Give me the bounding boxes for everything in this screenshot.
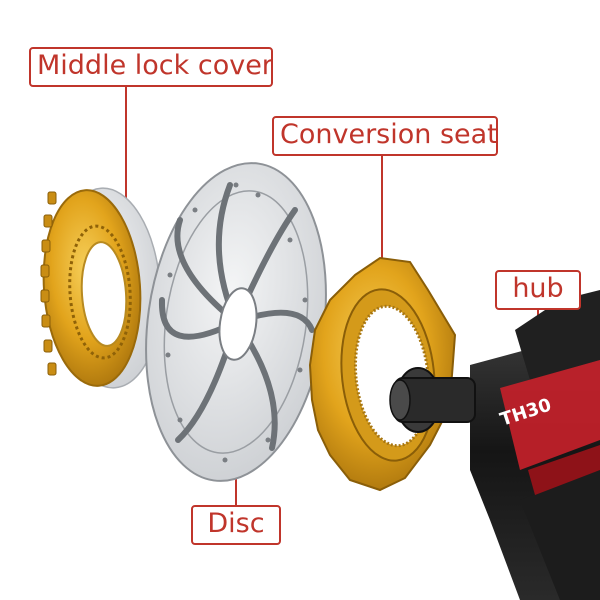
middle-lock-cover	[40, 187, 162, 389]
hub-flange-top	[515, 290, 600, 380]
hub-axle-face	[389, 379, 411, 421]
label-conversion-seat: Conversion seat	[272, 116, 498, 156]
hub-red-stripe	[500, 360, 600, 470]
label-disc: Disc	[191, 505, 281, 545]
rotor-inner-edge	[163, 190, 309, 454]
lock-ring-hole	[80, 241, 128, 347]
bike-hub: TH30	[389, 290, 600, 600]
label-hub-text: hub	[512, 273, 564, 304]
hub-flange-bottom	[520, 470, 600, 600]
label-middle-lock-cover: Middle lock cover	[29, 47, 273, 87]
label-hub: hub	[495, 270, 581, 310]
disc-rotor	[145, 162, 327, 482]
label-disc-text: Disc	[207, 508, 265, 539]
rotor-center-hole	[218, 287, 258, 361]
label-middle-lock-cover-text: Middle lock cover	[37, 50, 273, 81]
rotor-holes	[165, 182, 308, 463]
lock-ring-teeth	[40, 191, 57, 376]
conversion-seat	[308, 256, 457, 492]
hub-red-stripe-2	[528, 445, 600, 495]
lock-ring-thread	[68, 224, 132, 360]
label-conversion-seat-text: Conversion seat	[280, 119, 498, 150]
